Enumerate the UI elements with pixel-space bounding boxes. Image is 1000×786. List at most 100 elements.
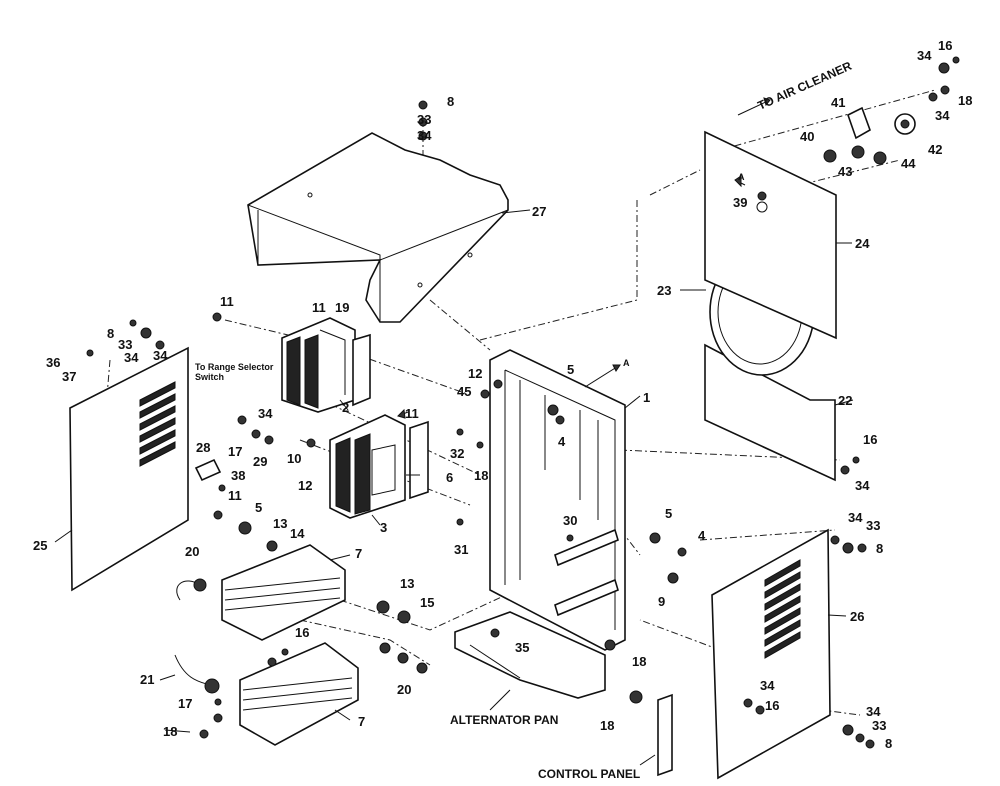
callout: 33 — [417, 112, 431, 127]
callout: 34 — [258, 406, 273, 421]
callout: 5 — [567, 362, 574, 377]
left-side-panel — [69, 346, 189, 592]
plate-28 — [194, 458, 222, 482]
label-control-panel: CONTROL PANEL — [538, 767, 640, 781]
callout: 34 — [866, 704, 881, 719]
callout: 39 — [733, 195, 747, 210]
callout: 5 — [255, 500, 262, 515]
louvers-right — [764, 559, 801, 659]
callout: 10 — [287, 451, 301, 466]
right-side-panel — [711, 528, 831, 780]
callout: 24 — [855, 236, 870, 251]
callout-numbers: 1 2 3 4 4 5 5 5 6 7 7 8 8 8 8 9 10 11 11… — [33, 38, 972, 751]
callout: 5 — [665, 506, 672, 521]
callout: 21 — [140, 672, 154, 687]
bracket-6 — [409, 420, 429, 500]
callout: 20 — [397, 682, 411, 697]
label-arrow-a-mid: A — [623, 358, 630, 368]
callout: 34 — [935, 108, 950, 123]
callout: 27 — [532, 204, 546, 219]
callout: 25 — [33, 538, 47, 553]
callout: 42 — [928, 142, 942, 157]
hardware — [86, 56, 960, 749]
fan-shroud — [704, 343, 836, 482]
callout: 18 — [958, 93, 972, 108]
transformer-lower — [329, 414, 406, 519]
louvers-left — [139, 381, 176, 467]
callout: 7 — [358, 714, 365, 729]
label-to-range-selector: To Range Selector — [195, 362, 274, 372]
callout: 44 — [901, 156, 916, 171]
callout: 38 — [231, 468, 245, 483]
callout: 43 — [838, 164, 852, 179]
arrows — [397, 97, 771, 419]
callout: 16 — [765, 698, 779, 713]
callout: 22 — [838, 393, 852, 408]
callout: 34 — [153, 348, 168, 363]
callout: 13 — [400, 576, 414, 591]
callout: 8 — [447, 94, 454, 109]
callout: 18 — [474, 468, 488, 483]
label-switch: Switch — [195, 372, 224, 382]
callout: 33 — [866, 518, 880, 533]
callout: 14 — [290, 526, 305, 541]
cord-20 — [176, 578, 207, 601]
callout: 34 — [417, 128, 432, 143]
main-frame — [489, 349, 626, 651]
callout: 9 — [658, 594, 665, 609]
rear-panel — [704, 130, 837, 340]
leader-lines — [54, 209, 854, 766]
callout: 34 — [760, 678, 775, 693]
callout: 4 — [558, 434, 566, 449]
callout: 12 — [468, 366, 482, 381]
callout: 33 — [118, 337, 132, 352]
heatsink-upper — [221, 544, 346, 641]
callout: 36 — [46, 355, 60, 370]
label-alternator-pan: ALTERNATOR PAN — [450, 713, 558, 727]
callout: 4 — [698, 528, 706, 543]
top-cover — [247, 132, 509, 323]
callout: 34 — [917, 48, 932, 63]
callout: 13 — [273, 516, 287, 531]
callout: 34 — [848, 510, 863, 525]
callout: 16 — [938, 38, 952, 53]
callout: 23 — [657, 283, 671, 298]
callout: 16 — [863, 432, 877, 447]
callout: 37 — [62, 369, 76, 384]
callout: 15 — [420, 595, 434, 610]
callout: 33 — [872, 718, 886, 733]
bracket-19 — [352, 333, 371, 407]
callout: 7 — [355, 546, 362, 561]
callout: 28 — [196, 440, 210, 455]
callout: 16 — [295, 625, 309, 640]
rails — [554, 528, 619, 617]
heatsink-lower — [239, 642, 359, 746]
callout: 32 — [450, 446, 464, 461]
callout: 6 — [446, 470, 453, 485]
cord-21 — [174, 654, 220, 694]
callout: 8 — [107, 326, 114, 341]
callout: 1 — [643, 390, 650, 405]
callout: 41 — [831, 95, 845, 110]
callout: 8 — [885, 736, 892, 751]
callout: 12 — [298, 478, 312, 493]
callout: 8 — [876, 541, 883, 556]
callout: 17 — [228, 444, 242, 459]
callout: 19 — [335, 300, 349, 315]
callout: 11 — [220, 294, 234, 309]
callout: 11 — [312, 300, 326, 315]
callout: 20 — [185, 544, 199, 559]
callout: 45 — [457, 384, 471, 399]
callout: 29 — [253, 454, 267, 469]
callout: 3 — [380, 520, 387, 535]
transformer-upper — [281, 317, 356, 413]
callout: 11 — [405, 406, 419, 421]
callout: 26 — [850, 609, 864, 624]
callout: 2 — [342, 400, 349, 415]
callout: 18 — [632, 654, 646, 669]
label-arrow-a-top: A — [738, 172, 745, 182]
callout: 18 — [163, 724, 177, 739]
callout: 17 — [178, 696, 192, 711]
callout: 34 — [124, 350, 139, 365]
